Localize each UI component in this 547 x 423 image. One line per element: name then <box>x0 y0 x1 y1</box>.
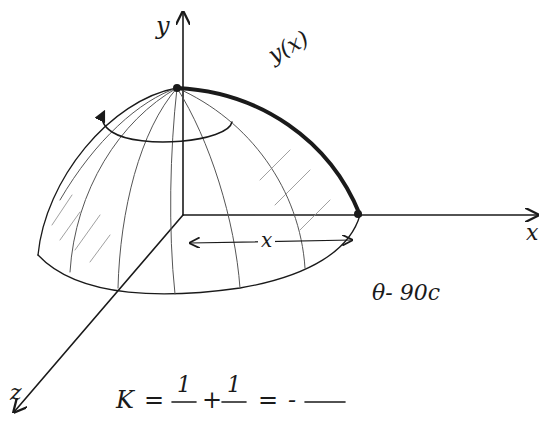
formula-term: - <box>288 388 296 412</box>
formula-term: + <box>202 388 222 412</box>
curve-label: y(x) <box>265 28 312 67</box>
end-dot <box>354 210 362 218</box>
formula-term: = <box>144 388 164 412</box>
apex-dot <box>173 84 181 92</box>
formula-term: = <box>258 388 278 412</box>
meridian-lines <box>60 88 305 294</box>
dome-outline <box>38 88 177 255</box>
dimension-label: x <box>258 230 275 250</box>
dome-base <box>38 215 360 294</box>
angle-note: θ- 90c <box>372 282 440 304</box>
formula-term: K <box>116 388 134 412</box>
formula-term: 1 <box>177 374 191 396</box>
y-axis <box>182 12 184 215</box>
axis-label: y <box>156 14 170 38</box>
profile-curve <box>177 88 360 215</box>
axis-label: x <box>526 222 538 244</box>
axis-label: z <box>10 382 22 404</box>
rotation-arrow <box>102 112 232 142</box>
shading-hatch <box>52 150 330 262</box>
formula-term: 1 <box>227 374 241 396</box>
